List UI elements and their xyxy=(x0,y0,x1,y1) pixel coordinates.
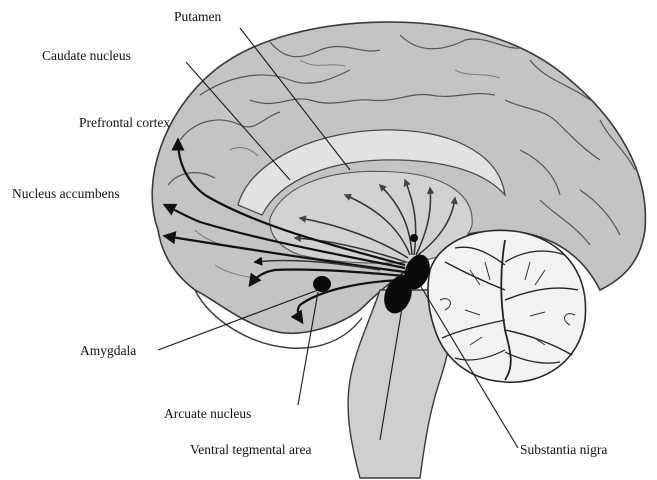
label-prefrontal-cortex: Prefrontal cortex xyxy=(79,115,170,130)
amygdala-nucleus xyxy=(313,276,331,292)
small-nucleus xyxy=(410,234,418,242)
label-caudate-nucleus: Caudate nucleus xyxy=(42,48,131,63)
label-putamen: Putamen xyxy=(174,9,221,24)
label-nucleus-accumbens: Nucleus accumbens xyxy=(12,186,120,201)
label-arcuate-nucleus: Arcuate nucleus xyxy=(164,406,251,421)
label-amygdala: Amygdala xyxy=(80,343,136,358)
cerebellum xyxy=(428,230,586,382)
label-ventral-tegmental-area: Ventral tegmental area xyxy=(190,442,311,457)
label-substantia-nigra: Substantia nigra xyxy=(520,442,607,457)
